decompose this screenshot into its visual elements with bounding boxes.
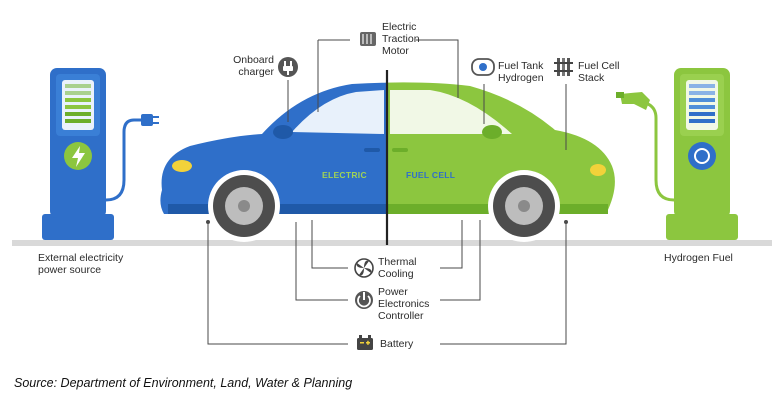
- electric-charging-station: [42, 68, 159, 240]
- h2-icon: [688, 142, 716, 170]
- power-icon: [355, 291, 373, 309]
- fan-icon: [354, 258, 374, 278]
- rear-wheel: [488, 170, 560, 242]
- fuel-cell-badge: FUEL CELL: [406, 170, 456, 180]
- motor-icon: [360, 32, 376, 46]
- plug-icon: [278, 57, 298, 77]
- battery-icon: [357, 335, 373, 350]
- electric-badge: ELECTRIC: [322, 170, 367, 180]
- fuel-nozzle-icon: [616, 92, 650, 110]
- battery-label: Battery: [380, 338, 414, 350]
- charging-plug-icon: [141, 114, 159, 126]
- hydrogen-fuel-label: Hydrogen Fuel: [664, 252, 733, 264]
- front-wheel: [208, 170, 280, 242]
- ground-line: [12, 240, 772, 246]
- fuel-tank-icon: [471, 58, 495, 76]
- source-caption: Source: Department of Environment, Land,…: [14, 376, 353, 390]
- leader-lines: [206, 39, 568, 345]
- hydrogen-fuel-station: [616, 68, 738, 240]
- fuel-cell-icon: [554, 58, 573, 76]
